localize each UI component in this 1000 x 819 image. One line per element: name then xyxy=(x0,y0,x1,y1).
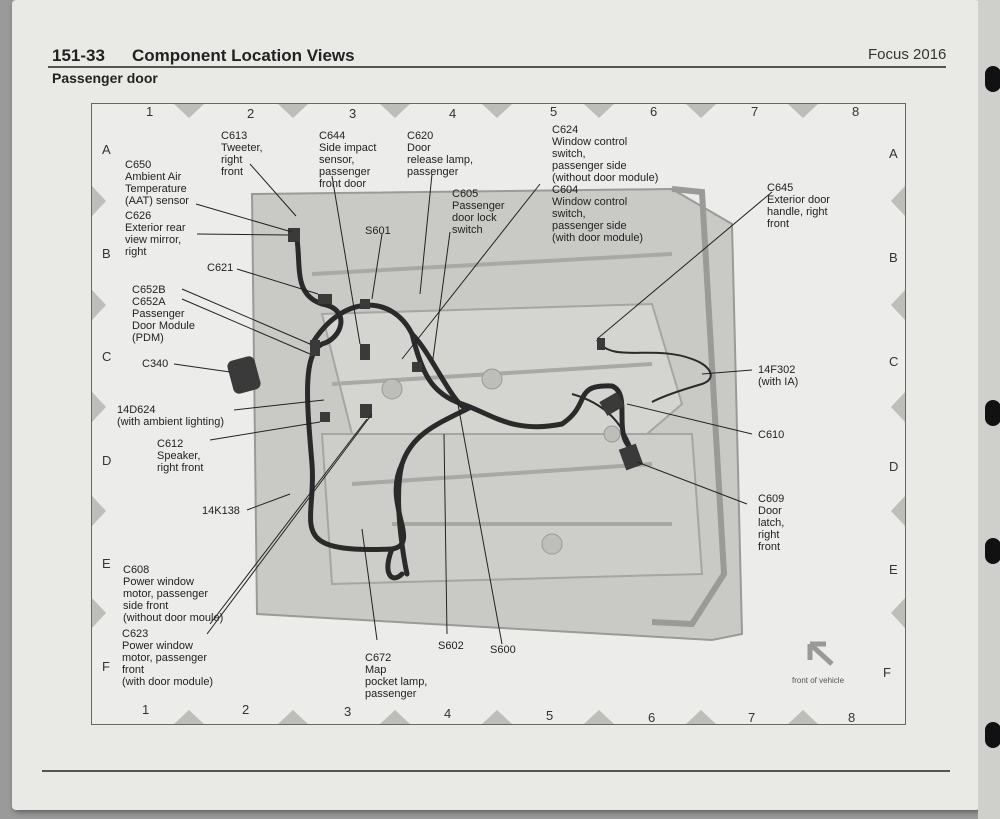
frame-border-markers xyxy=(92,104,905,724)
callout-s600: S600 xyxy=(490,644,516,656)
section-title: Component Location Views xyxy=(132,46,355,65)
wiring-harness-thin xyxy=(571,339,712,450)
binder-hole xyxy=(985,66,1000,92)
door-diagram xyxy=(92,104,905,724)
header-rule xyxy=(48,66,946,68)
row-label: E xyxy=(102,556,111,571)
row-label: C xyxy=(102,349,112,364)
row-label: C xyxy=(889,354,899,369)
front-arrow xyxy=(807,641,834,666)
binder-hole xyxy=(985,538,1000,564)
row-label: B xyxy=(102,246,111,261)
row-label: D xyxy=(102,453,112,468)
column-label: 4 xyxy=(449,106,457,121)
column-label: 1 xyxy=(146,104,154,119)
column-label: 5 xyxy=(550,104,558,119)
column-label: 3 xyxy=(344,704,352,719)
connectors xyxy=(227,228,644,471)
binder-hole xyxy=(985,400,1000,426)
callout-s601: S601 xyxy=(365,225,391,237)
row-label: E xyxy=(889,562,898,577)
column-label: 6 xyxy=(650,104,658,119)
callout-c340: C340 xyxy=(142,358,169,370)
column-label: 8 xyxy=(848,710,856,725)
column-label: 2 xyxy=(247,106,255,121)
vehicle-model: Focus 2016 xyxy=(868,46,947,63)
row-label: F xyxy=(102,659,110,674)
leader-lines xyxy=(173,163,773,645)
callout-14k138: 14K138 xyxy=(202,505,240,517)
page-number: 151-33 xyxy=(52,46,105,65)
column-label: 7 xyxy=(748,710,756,725)
column-label: 7 xyxy=(751,104,759,119)
column-label: 8 xyxy=(852,104,860,119)
column-label: 2 xyxy=(242,702,250,717)
row-label: B xyxy=(889,250,898,265)
footer-rule xyxy=(42,770,950,772)
row-label: A xyxy=(889,146,898,161)
callout-c621: C621 xyxy=(207,262,234,274)
callout-s602: S602 xyxy=(438,640,464,652)
column-label: 4 xyxy=(444,706,452,721)
callout-14f302: 14F302(with IA) xyxy=(758,364,799,388)
view-subtitle: Passenger door xyxy=(52,70,158,86)
column-label: 1 xyxy=(142,702,150,717)
column-label: 3 xyxy=(349,106,357,121)
row-label: A xyxy=(102,142,111,157)
callout-14d624: 14D624(with ambient lighting) xyxy=(117,404,224,428)
column-label: 6 xyxy=(648,710,656,725)
diagram-frame: 1 2 3 4 5 6 7 8 1 2 3 4 5 6 7 8 A B C D … xyxy=(91,103,906,725)
binder-hole xyxy=(985,722,1000,748)
column-label: 5 xyxy=(546,708,554,723)
door-panel xyxy=(250,186,744,642)
callout-c610: C610 xyxy=(758,429,785,441)
row-label: D xyxy=(889,459,899,474)
row-label: F xyxy=(883,665,891,680)
front-of-vehicle-label: front of vehicle xyxy=(792,676,845,685)
